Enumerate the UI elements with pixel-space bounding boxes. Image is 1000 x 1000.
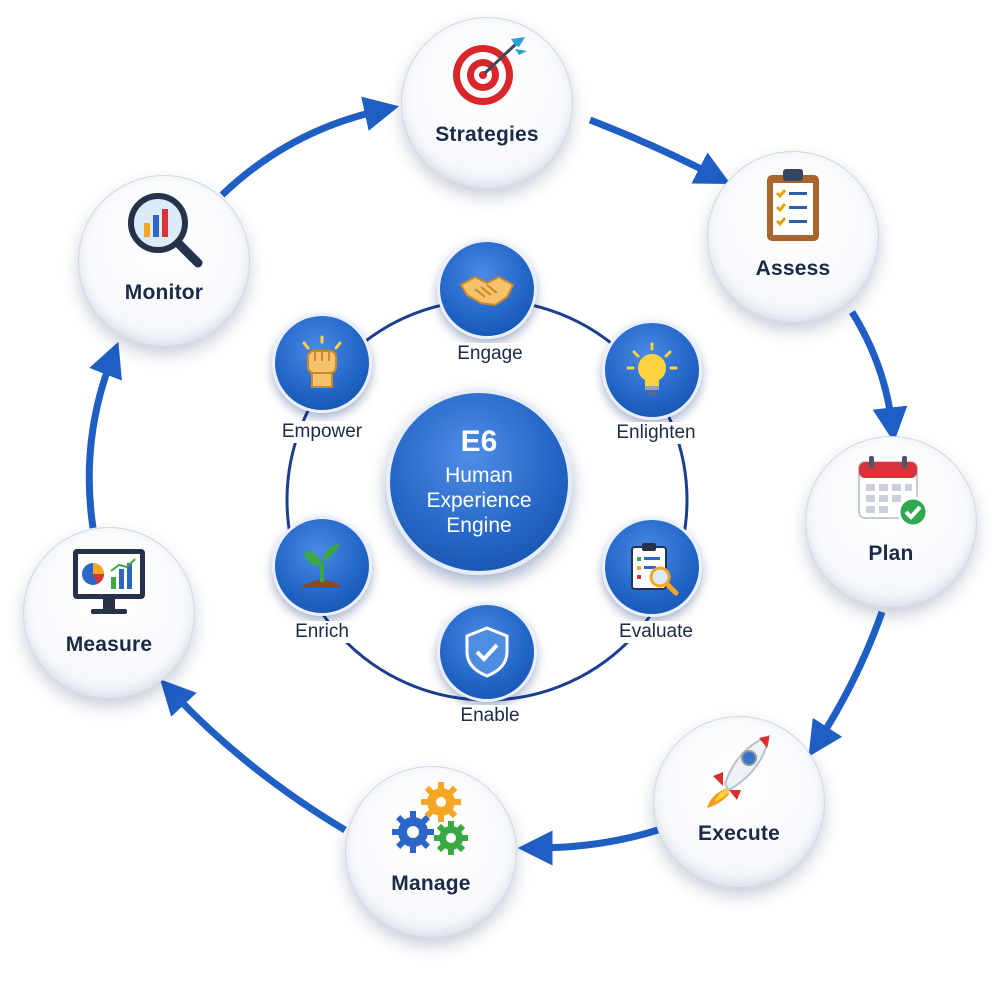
- node-measure[interactable]: Measure: [23, 527, 195, 699]
- inner-node-empower[interactable]: [272, 313, 372, 413]
- inner-node-enrich[interactable]: [272, 516, 372, 616]
- node-assess[interactable]: Assess: [707, 151, 879, 323]
- hub-line: Engine: [446, 514, 512, 537]
- arrow-plan-to-execute: [808, 610, 886, 757]
- monitor-chart-icon: [67, 539, 151, 623]
- inner-label-enlighten: Enlighten: [614, 422, 698, 444]
- clipboard-checklist-icon: [751, 163, 835, 247]
- arrow-strategies-to-assess: [588, 116, 731, 185]
- hub-line: Experience: [426, 489, 532, 512]
- target-icon: [445, 29, 529, 113]
- node-label: Plan: [868, 542, 914, 566]
- node-label: Assess: [755, 257, 831, 281]
- fist-icon: [292, 333, 352, 393]
- node-label: Execute: [698, 822, 780, 846]
- inner-node-enable[interactable]: [437, 602, 537, 702]
- node-execute[interactable]: Execute: [653, 716, 825, 888]
- arrow-measure-to-monitor: [85, 341, 122, 529]
- gears-icon: [389, 778, 473, 862]
- inner-node-enlighten[interactable]: [602, 320, 702, 420]
- center-hub: E6 Human Experience Engine: [386, 389, 572, 575]
- node-label: Monitor: [124, 281, 204, 305]
- inner-label-enrich: Enrich: [293, 621, 351, 643]
- inner-label-empower: Empower: [279, 421, 365, 443]
- hub-line: Human: [445, 464, 513, 487]
- inner-node-evaluate[interactable]: [602, 517, 702, 617]
- clipboard-magnifier-icon: [622, 537, 682, 597]
- sprout-icon: [292, 536, 352, 596]
- inner-label-enable: Enable: [458, 705, 522, 727]
- handshake-icon: [457, 259, 517, 319]
- node-label: Manage: [391, 872, 471, 896]
- node-label: Strategies: [435, 123, 539, 147]
- magnifier-chart-icon: [122, 187, 206, 271]
- rocket-icon: [697, 728, 781, 812]
- inner-label-engage: Engage: [455, 343, 525, 365]
- arrow-monitor-to-strategies: [219, 96, 400, 198]
- node-monitor[interactable]: Monitor: [78, 175, 250, 347]
- inner-node-engage[interactable]: [437, 239, 537, 339]
- arrow-assess-to-plan: [849, 310, 908, 443]
- hub-title: E6: [460, 425, 498, 458]
- calendar-check-icon: [849, 448, 933, 532]
- shield-check-icon: [457, 622, 517, 682]
- node-label: Measure: [65, 633, 153, 657]
- node-manage[interactable]: Manage: [345, 766, 517, 938]
- lightbulb-icon: [622, 340, 682, 400]
- arrow-manage-to-measure: [160, 679, 347, 834]
- node-strategies[interactable]: Strategies: [401, 17, 573, 189]
- node-plan[interactable]: Plan: [805, 436, 977, 608]
- arrow-execute-to-manage: [517, 826, 660, 866]
- inner-label-evaluate: Evaluate: [617, 621, 695, 643]
